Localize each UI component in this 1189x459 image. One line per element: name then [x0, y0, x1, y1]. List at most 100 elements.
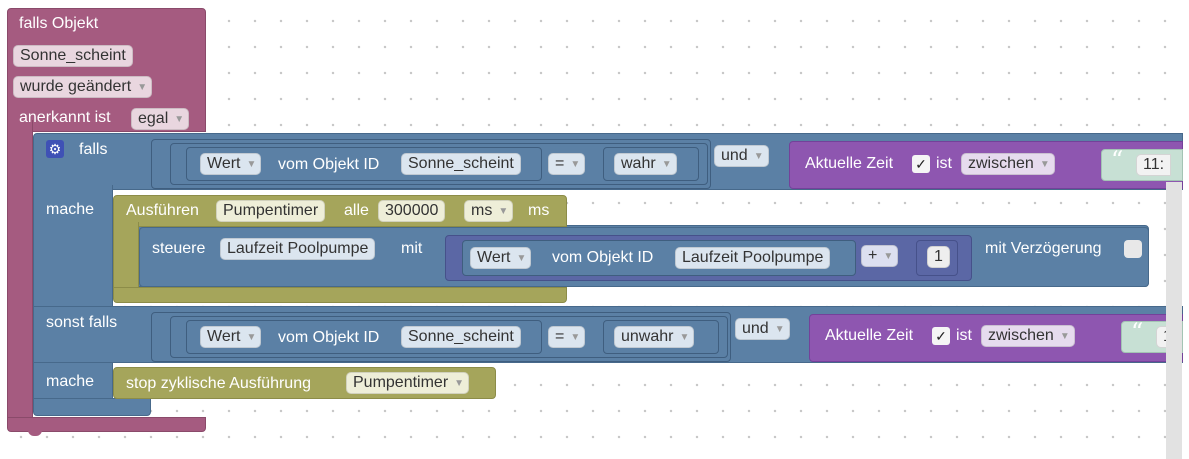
number-field[interactable]: 1 [927, 246, 950, 268]
chevron-down-icon: ▼ [883, 251, 894, 262]
chevron-down-icon: ▼ [454, 378, 465, 389]
unit-selected: ms [471, 202, 493, 219]
chevron-down-icon: ▼ [498, 206, 509, 217]
wert-label: Wert [207, 328, 241, 345]
if-label: falls [79, 141, 108, 158]
time-label-1: Aktuelle Zeit [805, 155, 894, 172]
ist-label-1: ist [936, 155, 952, 172]
and-label: und [742, 320, 769, 337]
chevron-down-icon: ▼ [174, 114, 185, 125]
event-block-left-rail [7, 120, 33, 420]
between-label: zwischen [968, 155, 1034, 172]
ist-label-2: ist [956, 327, 972, 344]
quote-icon: “ [1131, 318, 1144, 346]
number-value: 1 [934, 248, 943, 265]
stop-timer-dropdown[interactable]: Pumpentimer ▼ [346, 372, 470, 394]
exec-interval-footer [113, 287, 567, 303]
math-op-label: + [868, 247, 878, 264]
time-value: 11: [1143, 156, 1165, 173]
and-dropdown-2[interactable]: und ▼ [735, 318, 790, 340]
between-dropdown-2[interactable]: zwischen ▼ [981, 325, 1075, 347]
bool-value: wahr [621, 155, 656, 172]
event-ack-value: egal [138, 110, 169, 127]
gear-icon[interactable]: ⚙ [46, 140, 64, 158]
delay-checkbox[interactable] [1124, 240, 1142, 258]
time-label-2: Aktuelle Zeit [825, 327, 914, 344]
event-bottom-notch [28, 428, 42, 436]
object-id-value: Sonne_scheint [408, 155, 514, 172]
unit-dropdown[interactable]: ms ▼ [464, 200, 514, 222]
between-label: zwischen [988, 327, 1054, 344]
wert-label: Wert [207, 155, 241, 172]
bool-value: unwahr [621, 328, 674, 345]
exec-interval-rail [113, 222, 139, 292]
event-ack-dropdown[interactable]: egal ▼ [131, 108, 190, 130]
object-id-field-1[interactable]: Sonne_scheint [401, 153, 521, 175]
obj-id-label-1: vom Objekt ID [278, 156, 380, 173]
math-op-dropdown[interactable]: +▼ [861, 245, 899, 267]
chevron-down-icon: ▼ [570, 159, 581, 170]
do-label-2: mache [46, 373, 95, 390]
wert-label: Wert [477, 249, 511, 266]
with-label: mit [401, 240, 423, 257]
timer-name: Pumpentimer [223, 202, 319, 219]
bool-dropdown-1[interactable]: wahr ▼ [614, 153, 677, 175]
bool-dropdown-2[interactable]: unwahr ▼ [614, 326, 695, 348]
chevron-down-icon: ▼ [246, 159, 257, 170]
wert-dropdown-1[interactable]: Wert ▼ [200, 153, 262, 175]
chevron-down-icon: ▼ [679, 332, 690, 343]
quote-icon: “ [1111, 146, 1124, 174]
interval-field[interactable]: 300000 [378, 200, 446, 222]
obj-id-label-3: vom Objekt ID [552, 249, 654, 266]
event-ack-label: anerkannt ist [19, 109, 111, 126]
time-value-field-1[interactable]: 11: [1136, 154, 1172, 176]
delay-label: mit Verzögerung [985, 240, 1102, 257]
chevron-down-icon: ▼ [753, 151, 764, 162]
chevron-down-icon: ▼ [661, 159, 672, 170]
chevron-down-icon: ▼ [137, 82, 148, 93]
chevron-down-icon: ▼ [774, 324, 785, 335]
event-trigger-label: wurde geändert [20, 78, 132, 95]
object-id-value: Laufzeit Poolpumpe [682, 249, 824, 266]
object-id-value: Sonne_scheint [408, 328, 514, 345]
every-label: alle [344, 202, 369, 219]
if-block-footer [33, 398, 151, 416]
if-block-rail [33, 185, 113, 410]
control-object-field[interactable]: Laufzeit Poolpumpe [220, 238, 376, 260]
do-label-1: mache [46, 201, 95, 218]
chevron-down-icon: ▼ [1059, 331, 1070, 342]
stop-label: stop zyklische Ausführung [126, 375, 311, 392]
event-header: falls Objekt [19, 15, 99, 32]
operator-dropdown-2[interactable]: =▼ [548, 326, 586, 348]
timer-name-field[interactable]: Pumpentimer [216, 200, 326, 222]
wert-dropdown-3[interactable]: Wert ▼ [470, 247, 532, 269]
and-dropdown-1[interactable]: und ▼ [714, 145, 769, 167]
chevron-down-icon: ▼ [516, 253, 527, 264]
control-object: Laufzeit Poolpumpe [227, 240, 369, 257]
check-icon[interactable]: ✓ [912, 155, 930, 173]
obj-id-label-2: vom Objekt ID [278, 329, 380, 346]
event-object-field[interactable]: Sonne_scheint [13, 45, 133, 67]
event-trigger-dropdown[interactable]: wurde geändert ▼ [13, 76, 153, 98]
operator-label: = [555, 155, 565, 172]
operator-label: = [555, 328, 565, 345]
check-icon[interactable]: ✓ [932, 327, 950, 345]
event-block-footer [7, 417, 206, 432]
object-id-field-3[interactable]: Laufzeit Poolpumpe [675, 247, 831, 269]
operator-dropdown-1[interactable]: =▼ [548, 153, 586, 175]
interval-value: 300000 [385, 202, 439, 219]
wert-dropdown-2[interactable]: Wert ▼ [200, 326, 262, 348]
event-object-label: Sonne_scheint [20, 47, 126, 64]
chevron-down-icon: ▼ [1039, 159, 1050, 170]
control-label: steuere [152, 240, 206, 257]
exec-label: Ausführen [126, 202, 199, 219]
elseif-label: sonst falls [46, 314, 118, 331]
chevron-down-icon: ▼ [570, 332, 581, 343]
unit-label: ms [528, 202, 550, 219]
stop-timer-name: Pumpentimer [353, 374, 449, 391]
and-label: und [721, 147, 748, 164]
workspace-vertical-scrollbar[interactable] [1166, 182, 1182, 459]
between-dropdown-1[interactable]: zwischen ▼ [961, 153, 1055, 175]
object-id-field-2[interactable]: Sonne_scheint [401, 326, 521, 348]
chevron-down-icon: ▼ [246, 332, 257, 343]
